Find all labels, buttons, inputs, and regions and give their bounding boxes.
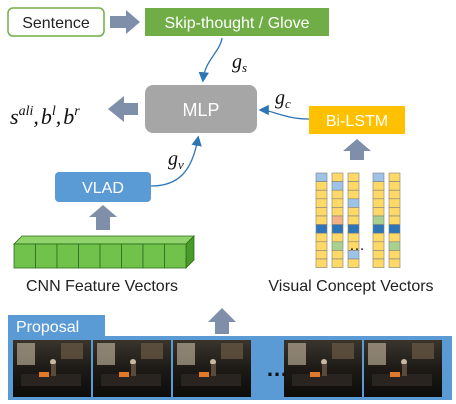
concept-cell bbox=[348, 190, 359, 199]
concept-cell bbox=[348, 216, 359, 225]
concept-cell bbox=[316, 225, 327, 234]
concept-cell bbox=[373, 259, 384, 268]
proposal-label: Proposal bbox=[16, 319, 79, 336]
arrow-gc bbox=[261, 110, 309, 119]
visual-concept-label: Visual Concept Vectors bbox=[268, 278, 433, 295]
cnn-feature-vectors bbox=[14, 236, 194, 268]
concept-cell bbox=[316, 250, 327, 259]
mlp-label: MLP bbox=[182, 100, 219, 120]
arrow-concepts-to-bilstm bbox=[343, 139, 371, 160]
concept-cell bbox=[332, 199, 343, 208]
concept-cell bbox=[332, 182, 343, 191]
concept-cell bbox=[389, 199, 400, 208]
bilstm-label: Bi-LSTM bbox=[326, 113, 388, 130]
concept-cell bbox=[316, 242, 327, 251]
arrow-proposal-to-concepts bbox=[208, 308, 236, 334]
arrow-gs bbox=[203, 38, 222, 80]
concept-cell bbox=[373, 182, 384, 191]
concept-cell bbox=[348, 259, 359, 268]
cnn-feature-cell bbox=[36, 244, 58, 268]
gc-symbol: gc bbox=[275, 87, 291, 111]
concept-cell bbox=[316, 190, 327, 199]
concept-cell bbox=[389, 207, 400, 216]
cnn-feature-cell bbox=[79, 244, 101, 268]
concept-cell bbox=[332, 216, 343, 225]
gs-symbol: gs bbox=[232, 51, 247, 75]
concept-cell bbox=[316, 216, 327, 225]
concept-cell bbox=[332, 242, 343, 251]
concept-cell bbox=[389, 233, 400, 242]
concept-cell bbox=[389, 259, 400, 268]
concept-cell bbox=[332, 173, 343, 182]
concept-cell bbox=[389, 173, 400, 182]
concept-cell bbox=[389, 216, 400, 225]
concept-cell bbox=[348, 199, 359, 208]
concept-ellipsis: … bbox=[349, 237, 365, 254]
concept-cell bbox=[373, 216, 384, 225]
concept-cell bbox=[332, 233, 343, 242]
cnn-feature-cell bbox=[143, 244, 165, 268]
vlad-label: VLAD bbox=[82, 180, 124, 197]
concept-cell bbox=[316, 182, 327, 191]
concept-cell bbox=[332, 225, 343, 234]
concept-cell bbox=[389, 225, 400, 234]
concept-cell bbox=[348, 173, 359, 182]
video-frame bbox=[364, 340, 442, 397]
video-frame bbox=[284, 340, 362, 397]
proposal-strip: Proposal … bbox=[8, 315, 452, 400]
cnn-feature-cell bbox=[100, 244, 122, 268]
gv-symbol: gv bbox=[168, 148, 184, 172]
concept-cell bbox=[316, 199, 327, 208]
output-symbols: sali,bl,br bbox=[10, 104, 80, 129]
vlad-node: VLAD bbox=[55, 172, 151, 202]
arrow-cnn-to-vlad bbox=[89, 205, 117, 230]
concept-cell bbox=[348, 182, 359, 191]
concept-cell bbox=[332, 207, 343, 216]
concept-cell bbox=[332, 190, 343, 199]
concept-cell bbox=[332, 250, 343, 259]
sentence-label: Sentence bbox=[22, 15, 90, 32]
video-frame bbox=[93, 340, 171, 397]
sentence-node: Sentence bbox=[8, 8, 104, 36]
concept-cell bbox=[373, 173, 384, 182]
concept-cell bbox=[389, 190, 400, 199]
concept-cell bbox=[348, 225, 359, 234]
concept-cell bbox=[373, 233, 384, 242]
skip-thought-node: Skip-thought / Glove bbox=[145, 8, 329, 36]
video-frame bbox=[13, 340, 91, 397]
concept-cell bbox=[316, 233, 327, 242]
concept-cell bbox=[348, 207, 359, 216]
concept-cell bbox=[373, 207, 384, 216]
cnn-feature-cell bbox=[122, 244, 144, 268]
skip-thought-label: Skip-thought / Glove bbox=[165, 15, 310, 32]
cnn-feature-cell bbox=[165, 244, 187, 268]
cnn-feature-cell bbox=[14, 244, 36, 268]
arrow-sentence-to-encoder bbox=[110, 10, 140, 34]
bilstm-node: Bi-LSTM bbox=[309, 106, 405, 134]
cnn-feature-label: CNN Feature Vectors bbox=[26, 278, 178, 295]
concept-cell bbox=[389, 250, 400, 259]
video-frame bbox=[173, 340, 251, 397]
concept-cell bbox=[389, 182, 400, 191]
arrow-mlp-to-output bbox=[108, 96, 138, 122]
cnn-feature-cell bbox=[57, 244, 79, 268]
frames-ellipsis: … bbox=[266, 356, 288, 381]
concept-cell bbox=[373, 242, 384, 251]
concept-cell bbox=[373, 225, 384, 234]
mlp-node: MLP bbox=[145, 85, 257, 133]
concept-cell bbox=[316, 207, 327, 216]
concept-cell bbox=[373, 190, 384, 199]
concept-cell bbox=[316, 173, 327, 182]
concept-cell bbox=[373, 250, 384, 259]
concept-cell bbox=[316, 259, 327, 268]
concept-cell bbox=[373, 199, 384, 208]
concept-cell bbox=[332, 259, 343, 268]
concept-cell bbox=[389, 242, 400, 251]
